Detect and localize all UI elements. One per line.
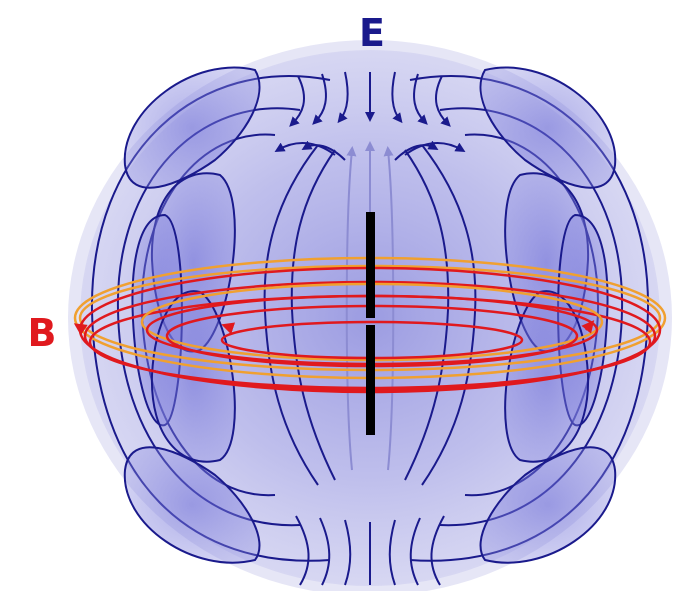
e-top-arrow-l1 [337,71,349,124]
dipole-antenna [366,212,375,435]
e-center-line-2 [383,146,395,471]
e-lobe-right-e [504,290,590,463]
b-arrow-left [73,323,88,336]
e-line-right-inner-2 [421,144,477,486]
e-top-arrow-r2 [413,73,428,125]
e-line-left-inner-2 [263,144,319,486]
e-lobe-left-d [123,446,261,564]
electric-field-label: E [359,11,385,55]
e-bottom-l3 [295,515,310,586]
e-line-left-inner-1 [290,149,336,481]
e-center-line-1 [345,146,357,471]
e-line-right-inner-1 [404,149,450,481]
e-bottom-r1 [388,519,396,586]
b-arrow-inner-right [581,320,595,334]
e-top-arrow-r3 [434,75,451,127]
e-arc-top-4 [394,140,439,161]
e-lobe-right-d [479,446,617,564]
electric-field-arrows-top-outer [289,71,451,127]
e-top-arrow-l2 [312,73,327,125]
electric-field-lines-bottom [295,515,445,586]
e-bottom-l2 [319,517,331,586]
e-lobe-right-a [479,66,617,189]
antenna-lower-element [366,325,375,435]
e-arc-top-2 [301,140,346,161]
b-arrow-inner-left [221,322,236,335]
e-top-arrow-r1 [391,71,403,124]
magnetic-field-label: B [28,311,57,355]
electric-field-lines-right [404,66,650,564]
electric-field-arrows-top-inner [274,140,466,161]
magnetic-field-arrows [73,320,595,336]
e-lobe-left-a [123,66,261,189]
e-bottom-l1 [344,519,352,586]
antenna-upper-element [366,212,375,318]
e-bottom-r3 [430,515,445,586]
e-bottom-r2 [409,517,421,586]
e-top-arrow-l3 [289,75,306,127]
